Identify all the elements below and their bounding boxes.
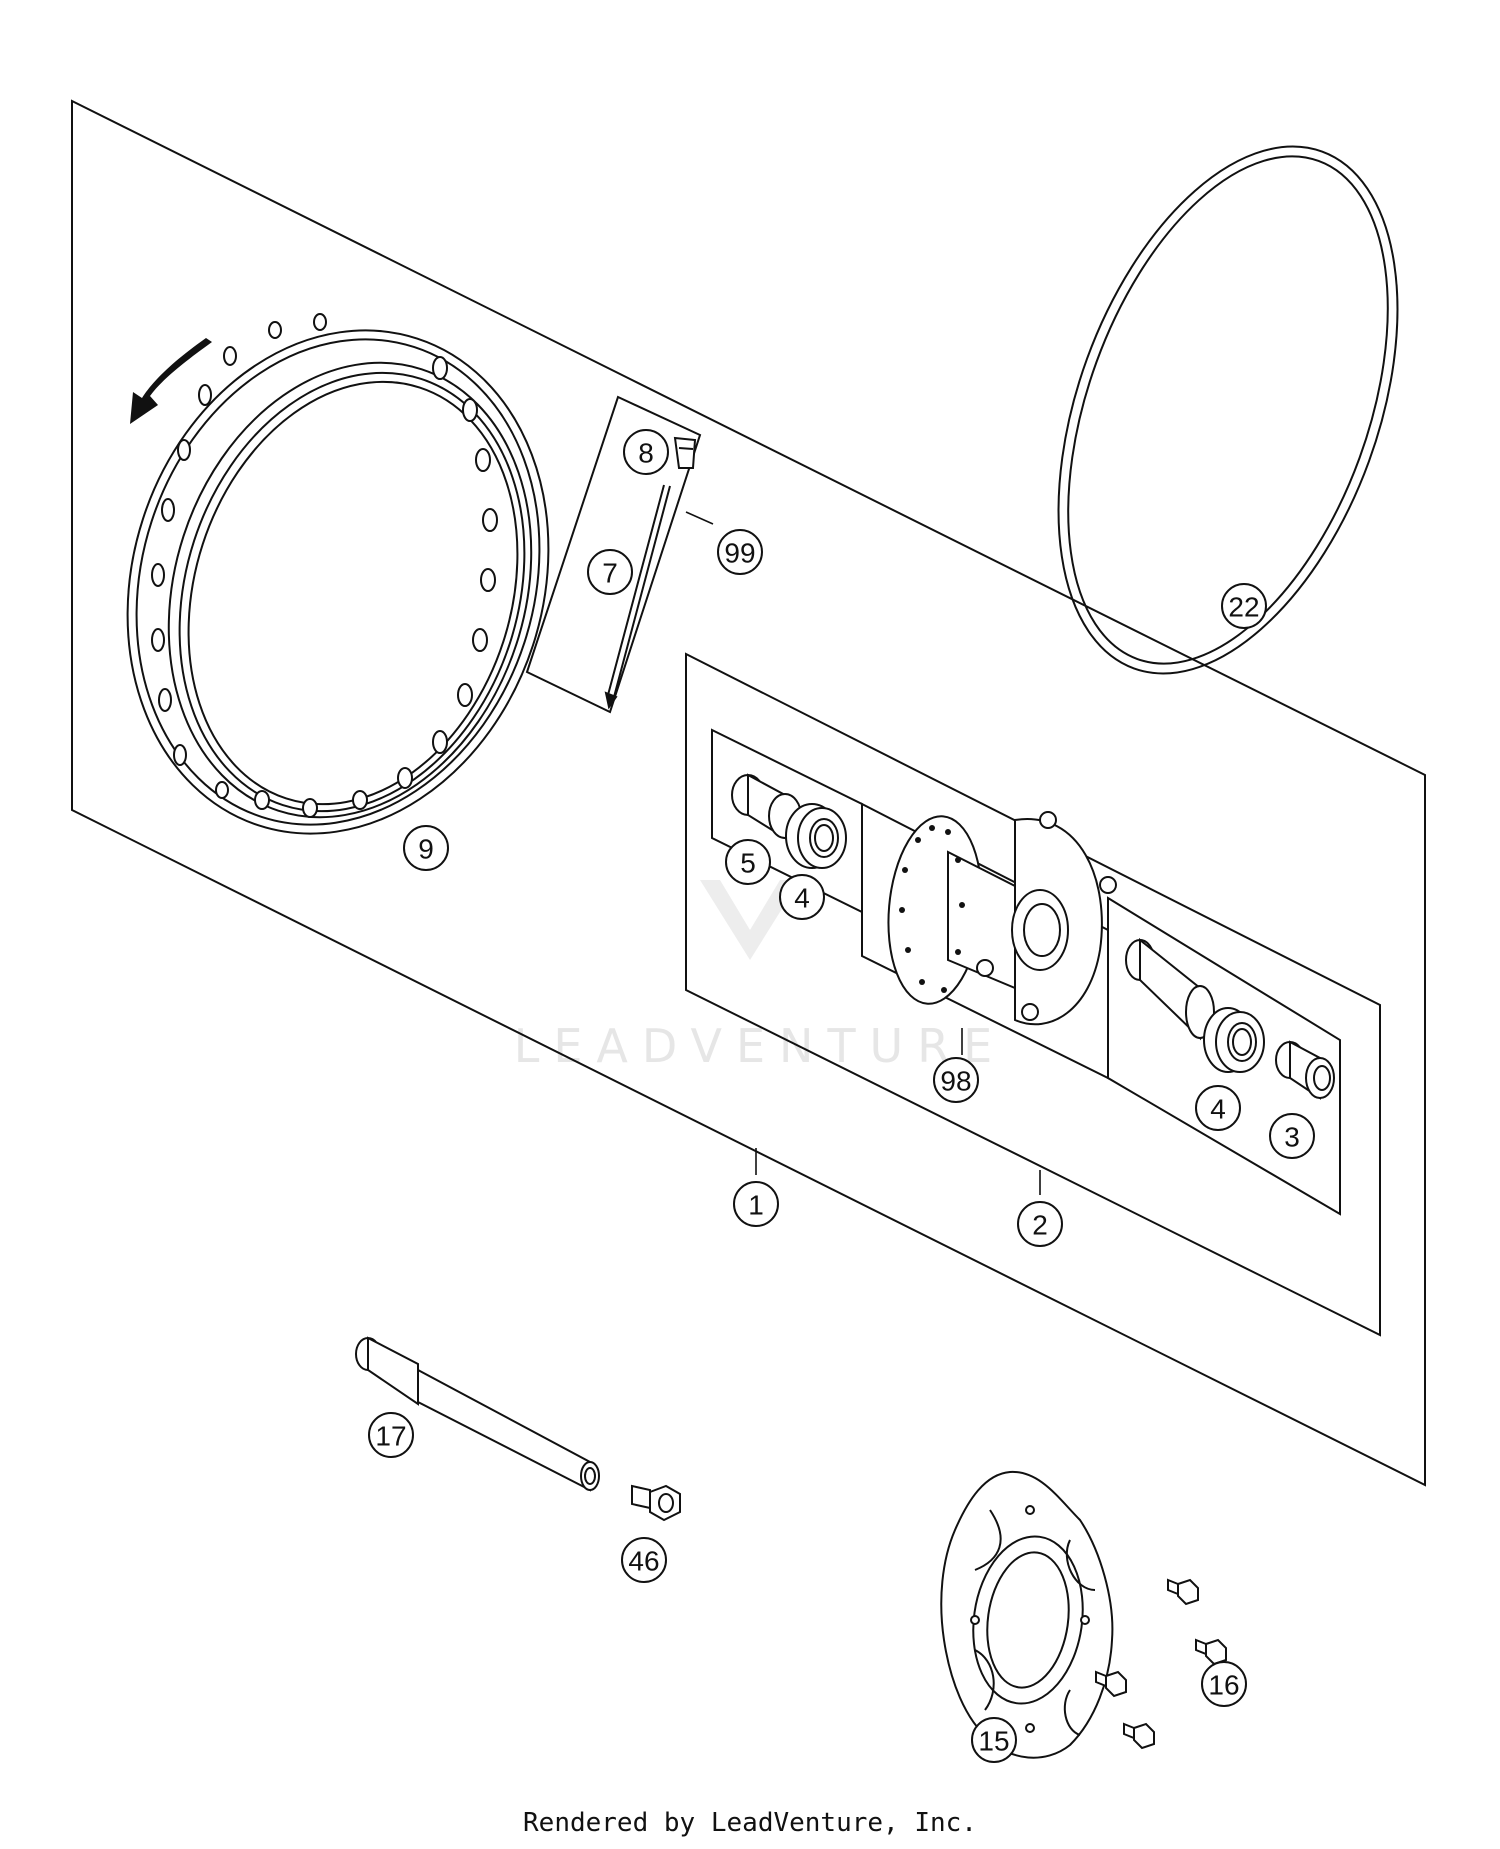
hub-assembly-panel xyxy=(685,652,1381,1337)
disc-bolt-icon xyxy=(1095,1578,1227,1750)
callout-99: 99 xyxy=(717,529,763,575)
footer-credit: Rendered by LeadVenture, Inc. xyxy=(523,1808,977,1838)
callout-3: 3 xyxy=(1269,1113,1315,1159)
spacer-tube-icon xyxy=(1125,937,1215,1041)
callout-label: 2 xyxy=(1032,1210,1048,1241)
spoke-nipple-icon xyxy=(673,436,697,469)
callout-circle xyxy=(368,1412,414,1458)
callout-9: 9 xyxy=(403,825,449,871)
callout-label: 22 xyxy=(1228,592,1259,623)
bearing-left-icon xyxy=(785,803,847,869)
rim-tape-icon xyxy=(1057,145,1399,675)
callout-circle xyxy=(621,1537,667,1583)
callout-label: 8 xyxy=(638,438,654,469)
callout-circle xyxy=(1201,1661,1247,1707)
axle-nut-icon xyxy=(631,1484,681,1522)
callout-circle xyxy=(725,839,771,885)
main-assembly-panel xyxy=(71,99,1426,1487)
callout-label: 7 xyxy=(602,558,618,589)
callout-4a: 4 xyxy=(779,874,825,920)
callout-circle xyxy=(717,529,763,575)
wheel-hub-icon xyxy=(887,811,1117,1026)
callout-46: 46 xyxy=(621,1537,667,1583)
spacer-right-icon xyxy=(1275,1040,1335,1100)
bearing-right-icon xyxy=(1203,1007,1265,1073)
callout-label: 5 xyxy=(740,848,756,879)
callout-circle xyxy=(1017,1201,1063,1247)
callout-label: 99 xyxy=(724,538,755,569)
callout-8: 8 xyxy=(623,429,669,475)
leader-lines xyxy=(685,511,1041,1195)
callout-circle xyxy=(1269,1113,1315,1159)
right-bearing-panel xyxy=(1107,896,1341,1216)
callout-label: 1 xyxy=(748,1190,764,1221)
callout-circle xyxy=(971,1717,1017,1763)
callout-label: 17 xyxy=(375,1421,406,1452)
callout-label: 16 xyxy=(1208,1670,1239,1701)
callout-circle xyxy=(1195,1085,1241,1131)
callout-2: 2 xyxy=(1017,1201,1063,1247)
rotation-direction-arrow-icon xyxy=(130,338,212,424)
callout-circle xyxy=(1221,583,1267,629)
callout-label: 46 xyxy=(628,1546,659,1577)
callout-circle xyxy=(623,429,669,475)
axle-icon xyxy=(355,1336,600,1492)
watermark: LEADVENTURE xyxy=(514,880,1007,1073)
callout-label: 3 xyxy=(1284,1122,1300,1153)
callout-markers: 8 99 7 22 9 5 4 98 4 3 1 2 17 46 16 15 xyxy=(368,429,1315,1763)
callout-22: 22 xyxy=(1221,583,1267,629)
watermark-text: LEADVENTURE xyxy=(514,1019,1007,1073)
callout-17: 17 xyxy=(368,1412,414,1458)
callout-circle xyxy=(779,874,825,920)
callout-5: 5 xyxy=(725,839,771,885)
callout-circle xyxy=(933,1057,979,1103)
callout-label: 4 xyxy=(794,883,810,914)
wheel-rim-icon xyxy=(126,313,550,835)
callout-98: 98 xyxy=(933,1057,979,1103)
spoke-kit-panel xyxy=(525,395,702,714)
callout-16: 16 xyxy=(1201,1661,1247,1707)
callout-circle xyxy=(403,825,449,871)
callout-label: 9 xyxy=(418,834,434,865)
callout-4b: 4 xyxy=(1195,1085,1241,1131)
callout-label: 98 xyxy=(940,1066,971,1097)
callout-15: 15 xyxy=(971,1717,1017,1763)
callout-circle xyxy=(733,1181,779,1227)
callout-label: 15 xyxy=(978,1726,1009,1757)
callout-circle xyxy=(587,549,633,595)
callout-1: 1 xyxy=(733,1181,779,1227)
callout-7: 7 xyxy=(587,549,633,595)
callout-label: 4 xyxy=(1210,1094,1226,1125)
spoke-icon xyxy=(604,484,671,710)
brake-disc-icon xyxy=(940,1470,1114,1759)
